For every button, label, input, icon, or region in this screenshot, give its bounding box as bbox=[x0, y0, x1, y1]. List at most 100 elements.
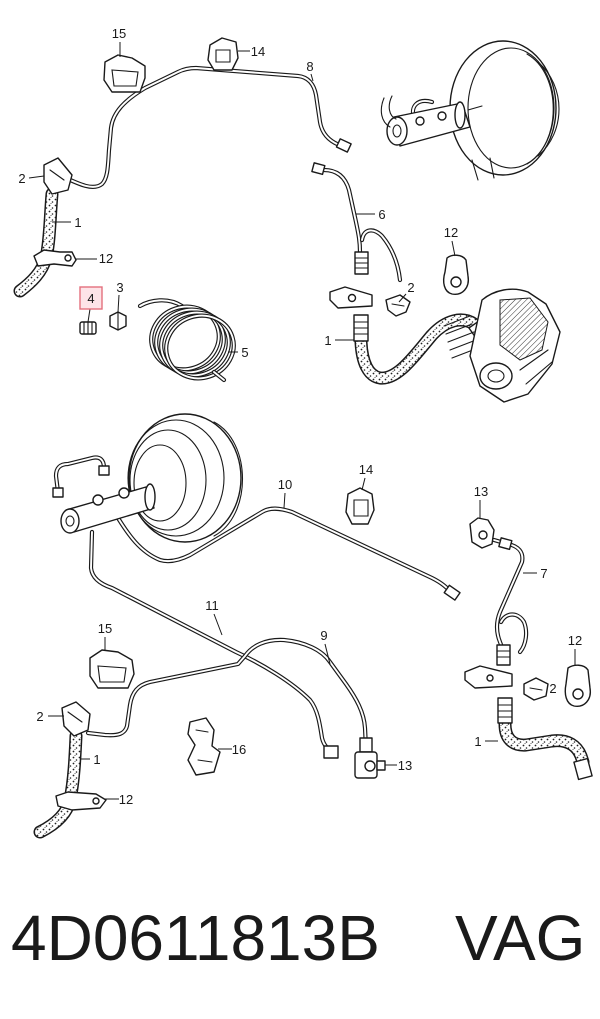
pipe-bracket-upper bbox=[329, 286, 373, 309]
callout-5: 5 bbox=[241, 345, 248, 360]
callout-2: 2 bbox=[18, 171, 25, 186]
clip-body bbox=[89, 649, 135, 689]
brake-hose-left-lower-core bbox=[35, 731, 81, 837]
bracket-hole bbox=[478, 530, 488, 540]
callout-2: 2 bbox=[407, 280, 414, 295]
bracket-hole bbox=[572, 688, 584, 700]
line-10-end-fitting bbox=[443, 584, 461, 601]
fitting-crimp bbox=[497, 704, 513, 718]
clip-part-15-upper bbox=[103, 54, 146, 93]
line-11-end-fitting bbox=[323, 745, 339, 759]
brake-hose-right-lower-core bbox=[500, 719, 588, 767]
pipe-bracket-lower bbox=[464, 665, 513, 689]
clip-part-2-lower-right bbox=[523, 677, 549, 701]
brake-line-7-loop-core bbox=[500, 613, 528, 653]
hose-fitting-upper bbox=[353, 314, 369, 342]
brake-line-6-core bbox=[323, 169, 361, 253]
clip-detail bbox=[353, 499, 369, 517]
brake-line-6-bend-core bbox=[361, 229, 401, 281]
clip-part-15-lower bbox=[89, 649, 135, 689]
clip-body bbox=[345, 487, 375, 525]
bracket-body bbox=[33, 249, 77, 267]
callout-16: 16 bbox=[232, 742, 246, 757]
callout-7: 7 bbox=[540, 566, 547, 581]
cylinder-end bbox=[60, 508, 80, 534]
brake-line-7-core bbox=[493, 539, 524, 651]
cylinder-body bbox=[65, 486, 155, 533]
callout-12: 12 bbox=[119, 792, 133, 807]
brake-line-diagram: 15 14 8 2 1 12 4 3 5 6 12 2 1 bbox=[13, 26, 593, 839]
brake-line-11-core bbox=[90, 531, 335, 753]
leader-line bbox=[398, 293, 407, 303]
master-cylinder-top-pipe bbox=[53, 455, 107, 495]
caliper-edges bbox=[519, 349, 553, 385]
line-6-end-fitting bbox=[354, 251, 369, 275]
bracket-part-12-lower-right bbox=[564, 664, 591, 707]
hose-clip-lower-left bbox=[61, 701, 91, 737]
coil-pipe-tail-core bbox=[213, 371, 225, 381]
leader-line bbox=[28, 175, 45, 179]
callout-13: 13 bbox=[474, 484, 488, 499]
part-number: 4D0611813B bbox=[11, 902, 380, 974]
bracket-part-13-right bbox=[469, 517, 495, 549]
leader-line bbox=[87, 308, 91, 323]
callout-10: 10 bbox=[278, 477, 292, 492]
leader-lines-lower bbox=[48, 477, 576, 800]
callouts-lower: 14 10 13 7 11 9 15 12 2 1 16 13 2 1 12 bbox=[36, 462, 582, 807]
cylinder-bore bbox=[392, 124, 402, 138]
callout-1: 1 bbox=[324, 333, 331, 348]
cylinder-flange bbox=[144, 483, 156, 511]
bracket-hole bbox=[92, 797, 100, 805]
brake-booster-lower bbox=[127, 413, 243, 543]
clip-part-14-lower bbox=[345, 487, 375, 525]
bracket-hole bbox=[450, 276, 462, 288]
bracket-body bbox=[564, 664, 591, 707]
coil-pipe-loop-core bbox=[160, 311, 230, 377]
clip-body bbox=[187, 717, 221, 776]
highlighted-callout-box[interactable] bbox=[79, 286, 103, 310]
callout-12: 12 bbox=[99, 251, 113, 266]
leader-line bbox=[361, 477, 366, 491]
master-cylinder-top-pipe-core bbox=[55, 456, 105, 493]
callout-12: 12 bbox=[568, 633, 582, 648]
callout-9: 9 bbox=[320, 628, 327, 643]
brake-line-10-core bbox=[117, 507, 453, 595]
fitting-crimp bbox=[353, 321, 369, 335]
coil-pipe-loop-core bbox=[165, 314, 235, 380]
brake-hose-left-upper-core bbox=[15, 189, 57, 296]
clip-part-2-upper-right bbox=[385, 294, 411, 317]
cylinder-bore bbox=[65, 515, 75, 527]
clip-part-16 bbox=[187, 717, 221, 776]
fitting-threads bbox=[83, 321, 93, 335]
upper-assembly: 15 14 8 2 1 12 4 3 5 6 12 2 1 bbox=[13, 26, 561, 403]
leader-line bbox=[283, 492, 286, 509]
lower-assembly: 14 10 13 7 11 9 15 12 2 1 16 13 2 1 12 bbox=[33, 413, 593, 839]
bracket-body bbox=[443, 254, 469, 295]
callout-15: 15 bbox=[98, 621, 112, 636]
leader-line bbox=[310, 73, 314, 82]
booster-ring bbox=[537, 61, 560, 157]
callouts-upper: 15 14 8 2 1 12 4 3 5 6 12 2 1 bbox=[18, 26, 458, 360]
reservoir-stalk bbox=[380, 95, 397, 128]
brake-caliper-upper bbox=[443, 288, 561, 403]
booster-rim bbox=[213, 421, 243, 537]
callout-4-highlighted[interactable]: 4 bbox=[87, 291, 94, 306]
callout-1: 1 bbox=[93, 752, 100, 767]
brake-line-8-core bbox=[54, 67, 343, 188]
t-piece-nut bbox=[359, 737, 373, 753]
clip-body bbox=[103, 54, 146, 93]
bracket-part-12-upper-right bbox=[443, 254, 469, 295]
port-nut bbox=[52, 487, 64, 498]
callout-14: 14 bbox=[251, 44, 265, 59]
callout-11: 11 bbox=[205, 598, 219, 613]
brake-booster-upper bbox=[449, 40, 560, 181]
callout-15: 15 bbox=[112, 26, 126, 41]
clip-detail bbox=[195, 729, 213, 763]
brake-line-6 bbox=[321, 167, 363, 255]
callout-13: 13 bbox=[398, 758, 412, 773]
t-piece-port bbox=[364, 760, 376, 772]
brake-line-8 bbox=[52, 65, 345, 190]
fitting-threads bbox=[496, 650, 511, 658]
t-piece-stub bbox=[376, 760, 386, 771]
callout-3: 3 bbox=[116, 280, 123, 295]
